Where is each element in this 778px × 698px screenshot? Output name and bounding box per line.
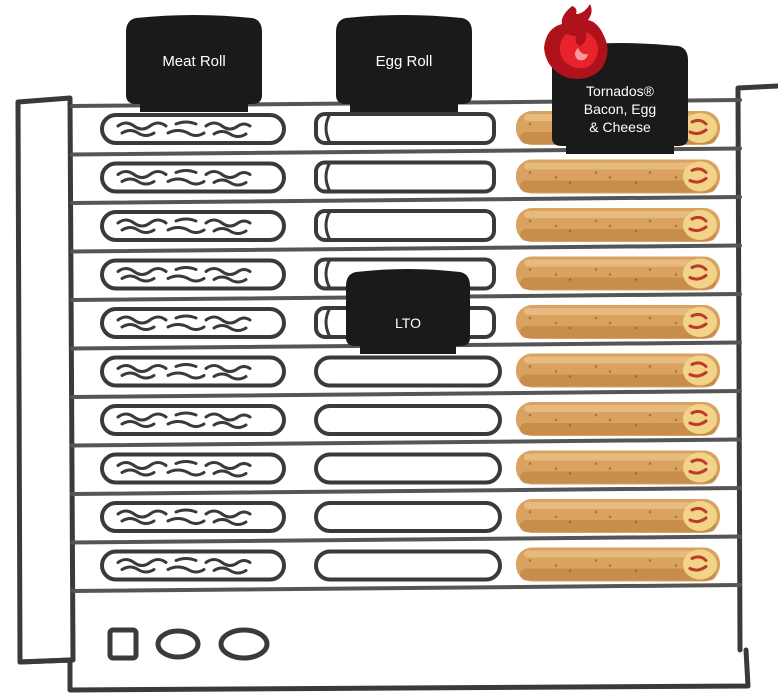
tornado-roll — [516, 160, 720, 194]
meat-roll — [102, 261, 284, 289]
frame-left-post — [18, 98, 73, 662]
egg-roll — [316, 211, 494, 240]
meat-roll-tag: Meat Roll — [126, 15, 262, 112]
oval-knob-icon — [158, 631, 198, 657]
tornado-column — [516, 111, 720, 582]
tornados-label-line1: Tornados® — [586, 83, 655, 99]
lto-label: LTO — [395, 315, 421, 331]
egg-roll — [316, 163, 494, 192]
egg-roll — [316, 406, 500, 434]
oval-knob-icon — [221, 630, 267, 658]
meat-roll — [102, 309, 284, 337]
flame-icon — [544, 4, 608, 79]
egg-roll — [316, 114, 494, 143]
egg-roll-tag: Egg Roll — [336, 15, 472, 112]
egg-roll-label: Egg Roll — [376, 53, 433, 70]
tornado-roll — [516, 548, 720, 582]
tornado-roll — [516, 354, 720, 388]
meat-roll — [102, 406, 284, 434]
meat-roll — [102, 503, 284, 531]
meat-roll — [102, 358, 284, 386]
roller-rail — [72, 391, 740, 397]
tornado-roll — [516, 499, 720, 533]
meat-roll — [102, 212, 284, 240]
tornado-roll — [516, 451, 720, 485]
tornados-label-line2: Bacon, Egg — [584, 101, 656, 117]
tornado-roll — [516, 257, 720, 291]
meat-roll — [102, 115, 284, 143]
roller-rail — [72, 197, 740, 203]
square-knob-icon — [110, 630, 136, 658]
egg-roll — [316, 552, 500, 580]
control-knobs — [110, 630, 267, 658]
meat-roll-label: Meat Roll — [162, 53, 225, 70]
egg-roll — [316, 455, 500, 483]
meat-roll — [102, 455, 284, 483]
meat-roll — [102, 164, 284, 192]
tornados-label-line3: & Cheese — [589, 119, 651, 135]
egg-roll — [316, 503, 500, 531]
lto-tag: LTO — [346, 269, 470, 354]
roller-rail — [72, 585, 740, 591]
roller-rail — [72, 537, 740, 543]
roller-rail — [72, 440, 740, 446]
roller-rail — [72, 488, 740, 494]
egg-roll — [316, 358, 500, 386]
frame-right-post — [738, 86, 778, 650]
frame-base-ledge — [20, 660, 70, 662]
meat-roll — [102, 552, 284, 580]
tornados-tag: Tornados® Bacon, Egg & Cheese — [544, 4, 688, 154]
roller-rail — [72, 246, 740, 252]
tornado-roll — [516, 305, 720, 339]
tornado-roll — [516, 208, 720, 242]
tornado-roll — [516, 402, 720, 436]
